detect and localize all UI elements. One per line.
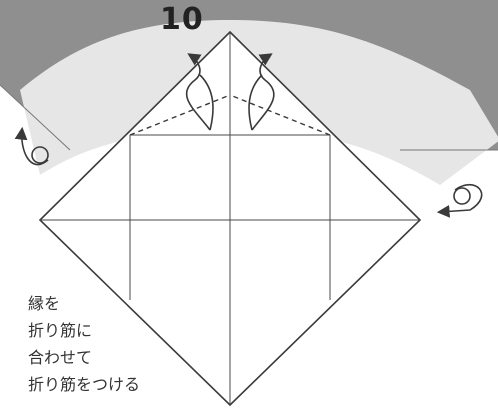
fold-arrow-left-icon [185, 53, 214, 131]
step-number: 10 [160, 2, 204, 37]
rotate-cw-icon [436, 184, 483, 218]
fold-arrow-right-icon [248, 53, 275, 131]
instruction-text: 縁を 折り筋に 合わせて 折り筋をつける [28, 290, 140, 398]
instruction-line: 折り筋に [28, 321, 93, 340]
instruction-line: 合わせて [28, 348, 93, 367]
instruction-line: 縁を [28, 294, 61, 313]
rotate-ccw-icon [14, 126, 49, 166]
background-edge [0, 84, 498, 151]
instruction-line: 折り筋をつける [28, 375, 141, 394]
